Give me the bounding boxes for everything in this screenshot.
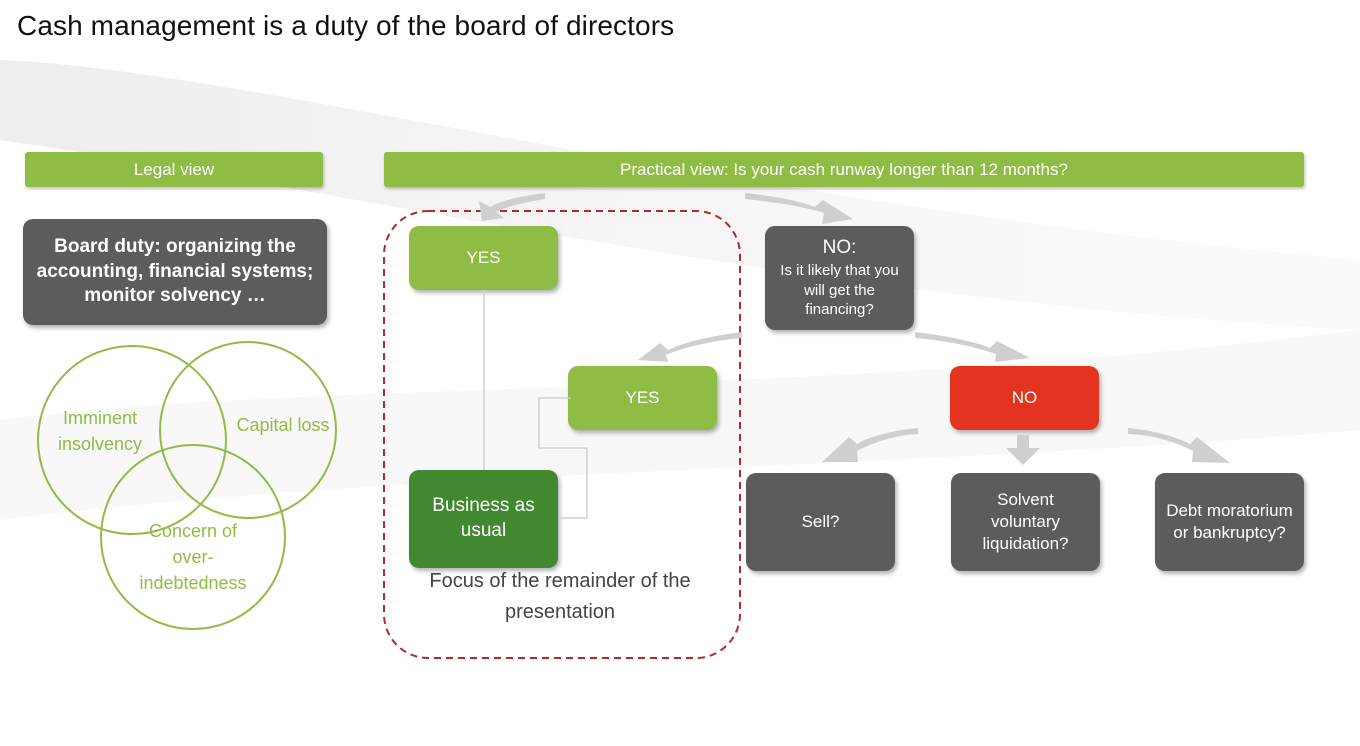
- no-question-body: Is it likely that you will get the finan…: [780, 262, 899, 319]
- no-question-title: NO:: [822, 237, 857, 259]
- venn-label-imminent-insolvency: Imminent insolvency: [57, 408, 143, 455]
- business-as-usual-box: Business as usual: [409, 470, 558, 568]
- yes-top-box: YES: [409, 226, 558, 290]
- venn-label-over-indebtedness: Concern of over-indebtedness: [139, 521, 247, 594]
- liquidation-box: Solvent voluntary liquidation?: [951, 473, 1100, 571]
- bankruptcy-box: Debt moratorium or bankruptcy?: [1155, 473, 1304, 571]
- legal-view-header: Legal view: [25, 152, 323, 187]
- no-question-box: NO: Is it likely that you will get the f…: [765, 226, 914, 330]
- yes-middle-box: YES: [568, 366, 717, 430]
- board-duty-box: Board duty: organizing the accounting, f…: [23, 219, 327, 325]
- no-box: NO: [950, 366, 1099, 430]
- practical-view-header: Practical view: Is your cash runway long…: [384, 152, 1304, 187]
- venn-label-capital-loss: Capital loss: [236, 415, 330, 435]
- sell-box: Sell?: [746, 473, 895, 571]
- focus-note: Focus of the remainder of the presentati…: [429, 570, 691, 623]
- page-title: Cash management is a duty of the board o…: [17, 10, 675, 41]
